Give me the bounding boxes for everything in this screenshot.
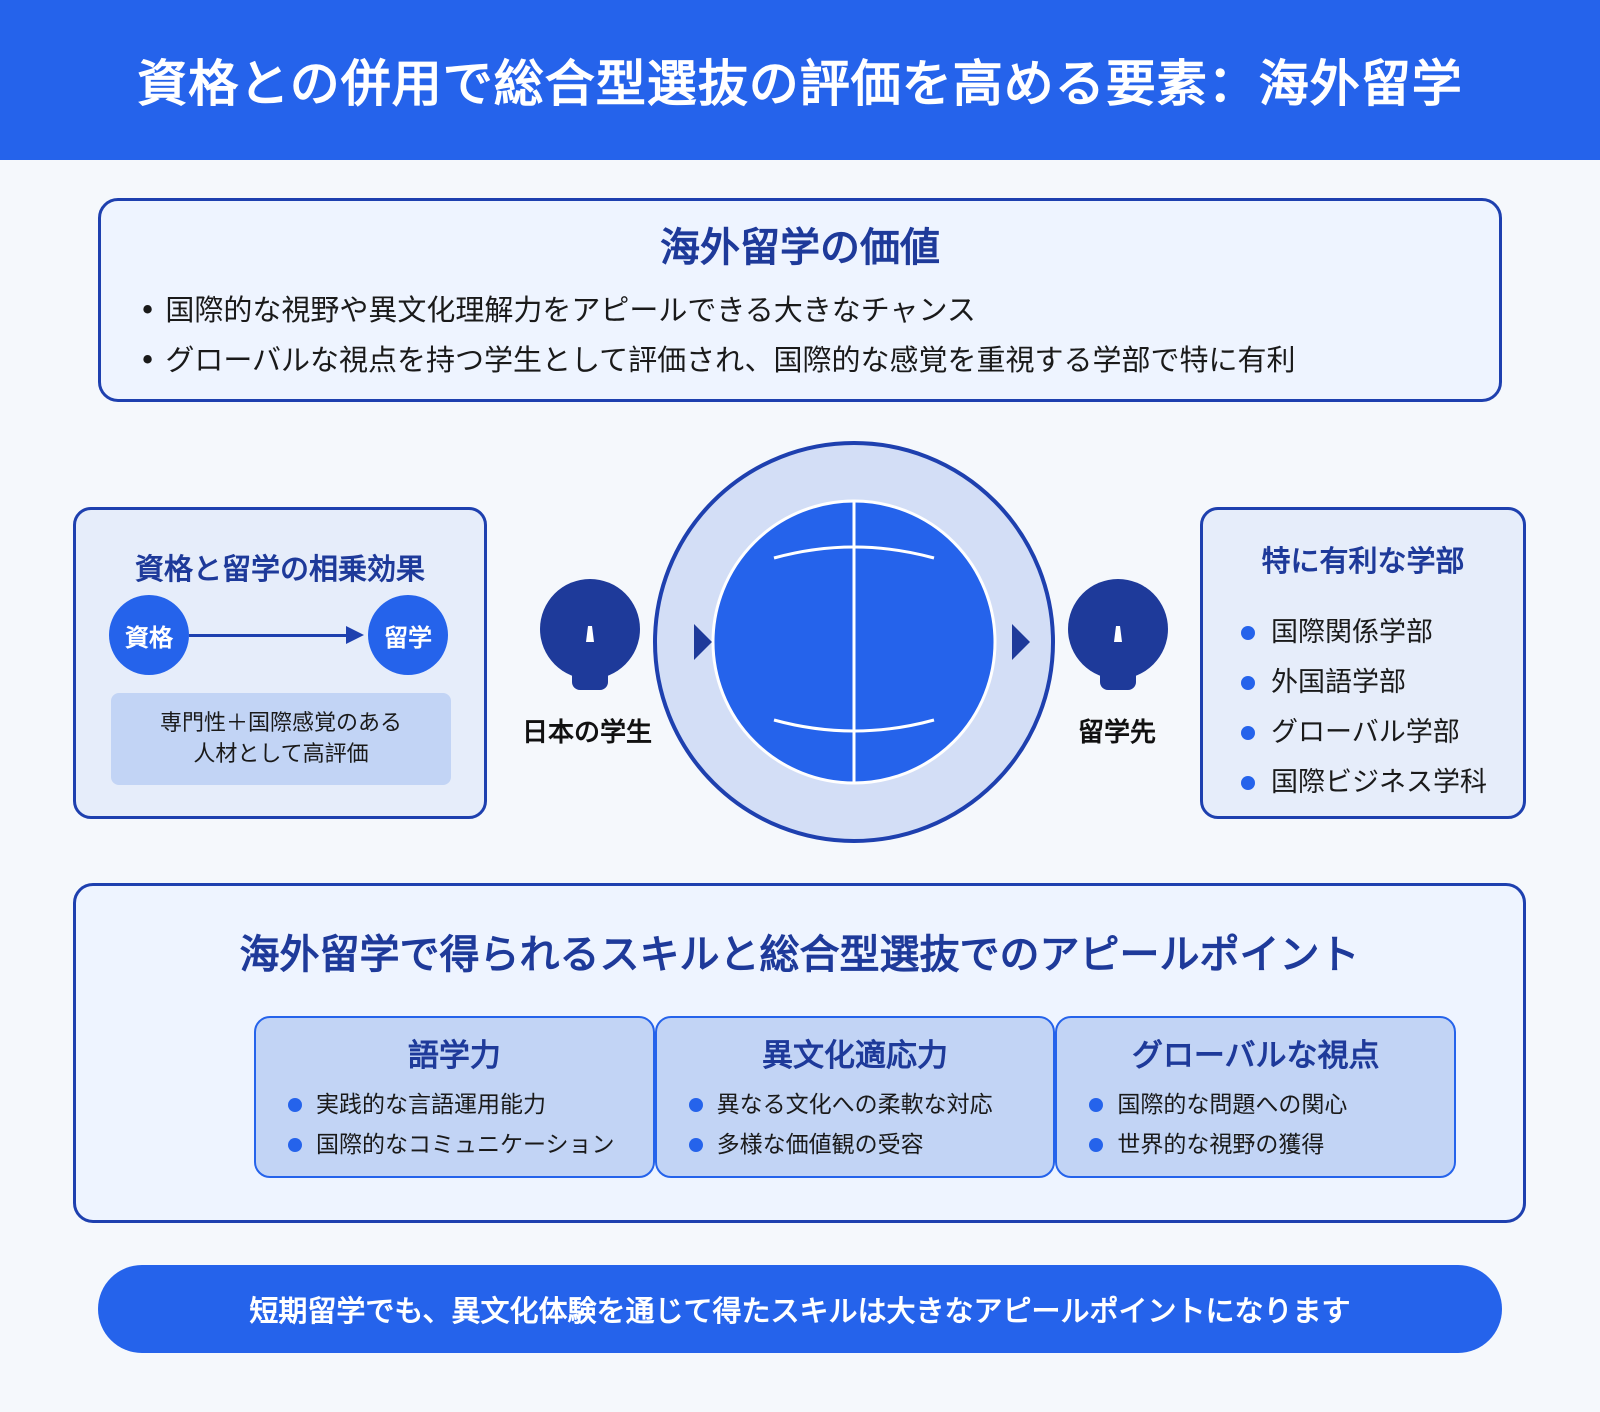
value-points-list: 国際的な視野や異文化理解力をアピールできる大きなチャンス グローバルな視点を持つ… — [139, 285, 1499, 385]
destination-person-icon — [1068, 579, 1168, 690]
faculties-list: 国際関係学部 外国語学部 グローバル学部 国際ビジネス学科 — [1241, 608, 1523, 808]
skill-card-title: 異文化適応力 — [762, 1038, 948, 1074]
synergy-note-line: 人材として高評価 — [193, 742, 369, 767]
synergy-title: 資格と留学の相乗効果 — [134, 552, 425, 586]
flow-arrow-right-icon — [1012, 624, 1030, 660]
skill-item-label: 世界的な視野の獲得 — [1117, 1132, 1325, 1158]
value-point: グローバルな視点を持つ学生として評価され、国際的な感覚を重視する学部で特に有利 — [139, 335, 1499, 385]
skills-section-title: 海外留学で得られるスキルと総合型選抜でのアピールポイント — [239, 932, 1360, 978]
bullet-dot-icon — [1241, 626, 1255, 640]
faculty-item: 国際関係学部 — [1241, 608, 1523, 658]
skill-card-cultural: 異文化適応力 異なる文化への柔軟な対応 多様な価値観の受容 — [654, 1016, 1056, 1178]
faculties-title: 特に有利な学部 — [1261, 544, 1465, 578]
origin-label: 日本の学生 — [522, 718, 653, 748]
skill-item: 実践的な言語運用能力 — [288, 1085, 653, 1125]
skill-item: 国際的な問題への関心 — [1089, 1085, 1454, 1125]
bullet-dot-icon — [1089, 1098, 1104, 1112]
faculty-item-label: グローバル学部 — [1271, 717, 1460, 748]
skill-item-label: 実践的な言語運用能力 — [316, 1092, 546, 1118]
bullet-dot-icon — [288, 1138, 302, 1152]
faculty-item-label: 国際ビジネス学科 — [1271, 767, 1487, 798]
qualification-node-label: 資格 — [125, 623, 173, 652]
skill-item: 異なる文化への柔軟な対応 — [688, 1085, 1054, 1125]
faculty-item: 国際ビジネス学科 — [1241, 758, 1523, 808]
bullet-dot-icon — [688, 1098, 703, 1112]
journey-graphic — [540, 441, 1168, 843]
footer-banner: 短期留学でも、異文化体験を通じて得たスキルは大きなアピールポイントになります — [98, 1265, 1502, 1353]
faculty-item-label: 国際関係学部 — [1271, 617, 1433, 648]
bullet-dot-icon — [1241, 726, 1255, 740]
flow-arrow-left-icon — [694, 624, 712, 660]
faculty-item: 外国語学部 — [1241, 658, 1523, 708]
skill-item-label: 国際的な問題への関心 — [1117, 1092, 1348, 1118]
destination-label: 留学先 — [1078, 718, 1157, 748]
student-person-icon — [540, 579, 640, 690]
faculty-item: グローバル学部 — [1241, 708, 1523, 758]
skill-card-global: グローバルな視点 国際的な問題への関心 世界的な視野の獲得 — [1055, 1016, 1457, 1178]
bullet-dot-icon — [288, 1098, 302, 1112]
value-section: 海外留学の価値 国際的な視野や異文化理解力をアピールできる大きなチャンス グロー… — [98, 198, 1502, 402]
skill-item-label: 国際的なコミュニケーション — [316, 1132, 615, 1158]
value-point: 国際的な視野や異文化理解力をアピールできる大きなチャンス — [139, 285, 1499, 335]
skill-card-title: 語学力 — [407, 1038, 501, 1074]
synergy-panel: 資格と留学の相乗効果 資格 留学 専門性＋国際感覚のある 人材として高評価 — [73, 507, 487, 819]
skill-item: 世界的な視野の獲得 — [1089, 1125, 1454, 1165]
globe-icon — [653, 441, 1055, 843]
skill-card-title: グローバルな視点 — [1131, 1038, 1380, 1074]
bullet-dot-icon — [1089, 1138, 1104, 1152]
synergy-note: 専門性＋国際感覚のある 人材として高評価 — [111, 693, 451, 785]
skill-item-label: 異なる文化への柔軟な対応 — [716, 1092, 993, 1118]
skill-card-language: 語学力 実践的な言語運用能力 国際的なコミュニケーション — [254, 1016, 655, 1178]
value-section-title: 海外留学の価値 — [660, 225, 940, 271]
qualification-node: 資格 — [109, 595, 189, 675]
skills-section: 海外留学で得られるスキルと総合型選抜でのアピールポイント 語学力 実践的な言語運… — [73, 883, 1526, 1223]
bullet-dot-icon — [1241, 676, 1255, 690]
study-abroad-node-label: 留学 — [384, 623, 432, 652]
skill-item: 多様な価値観の受容 — [688, 1125, 1054, 1165]
footer-message: 短期留学でも、異文化体験を通じて得たスキルは大きなアピールポイントになります — [249, 1294, 1351, 1328]
header-banner: 資格との併用で総合型選抜の評価を高める要素：海外留学 — [0, 0, 1600, 160]
synergy-arrow-line — [189, 634, 349, 637]
skill-item-label: 多様な価値観の受容 — [716, 1132, 924, 1158]
page-title: 資格との併用で総合型選抜の評価を高める要素：海外留学 — [137, 55, 1463, 113]
faculties-panel: 特に有利な学部 国際関係学部 外国語学部 グローバル学部 国際ビジネス学科 — [1200, 507, 1526, 819]
journey-diagram: 日本の学生 留学先 — [500, 430, 1200, 850]
skill-cards-row: 語学力 実践的な言語運用能力 国際的なコミュニケーション 異文化適応力 異なる文… — [254, 1016, 1457, 1178]
bullet-dot-icon — [688, 1138, 703, 1152]
synergy-note-line: 専門性＋国際感覚のある — [159, 711, 402, 736]
synergy-arrow-head-icon — [346, 626, 364, 644]
bullet-dot-icon — [1241, 776, 1255, 790]
faculty-item-label: 外国語学部 — [1271, 667, 1406, 698]
skill-item: 国際的なコミュニケーション — [288, 1125, 653, 1165]
study-abroad-node: 留学 — [368, 595, 448, 675]
